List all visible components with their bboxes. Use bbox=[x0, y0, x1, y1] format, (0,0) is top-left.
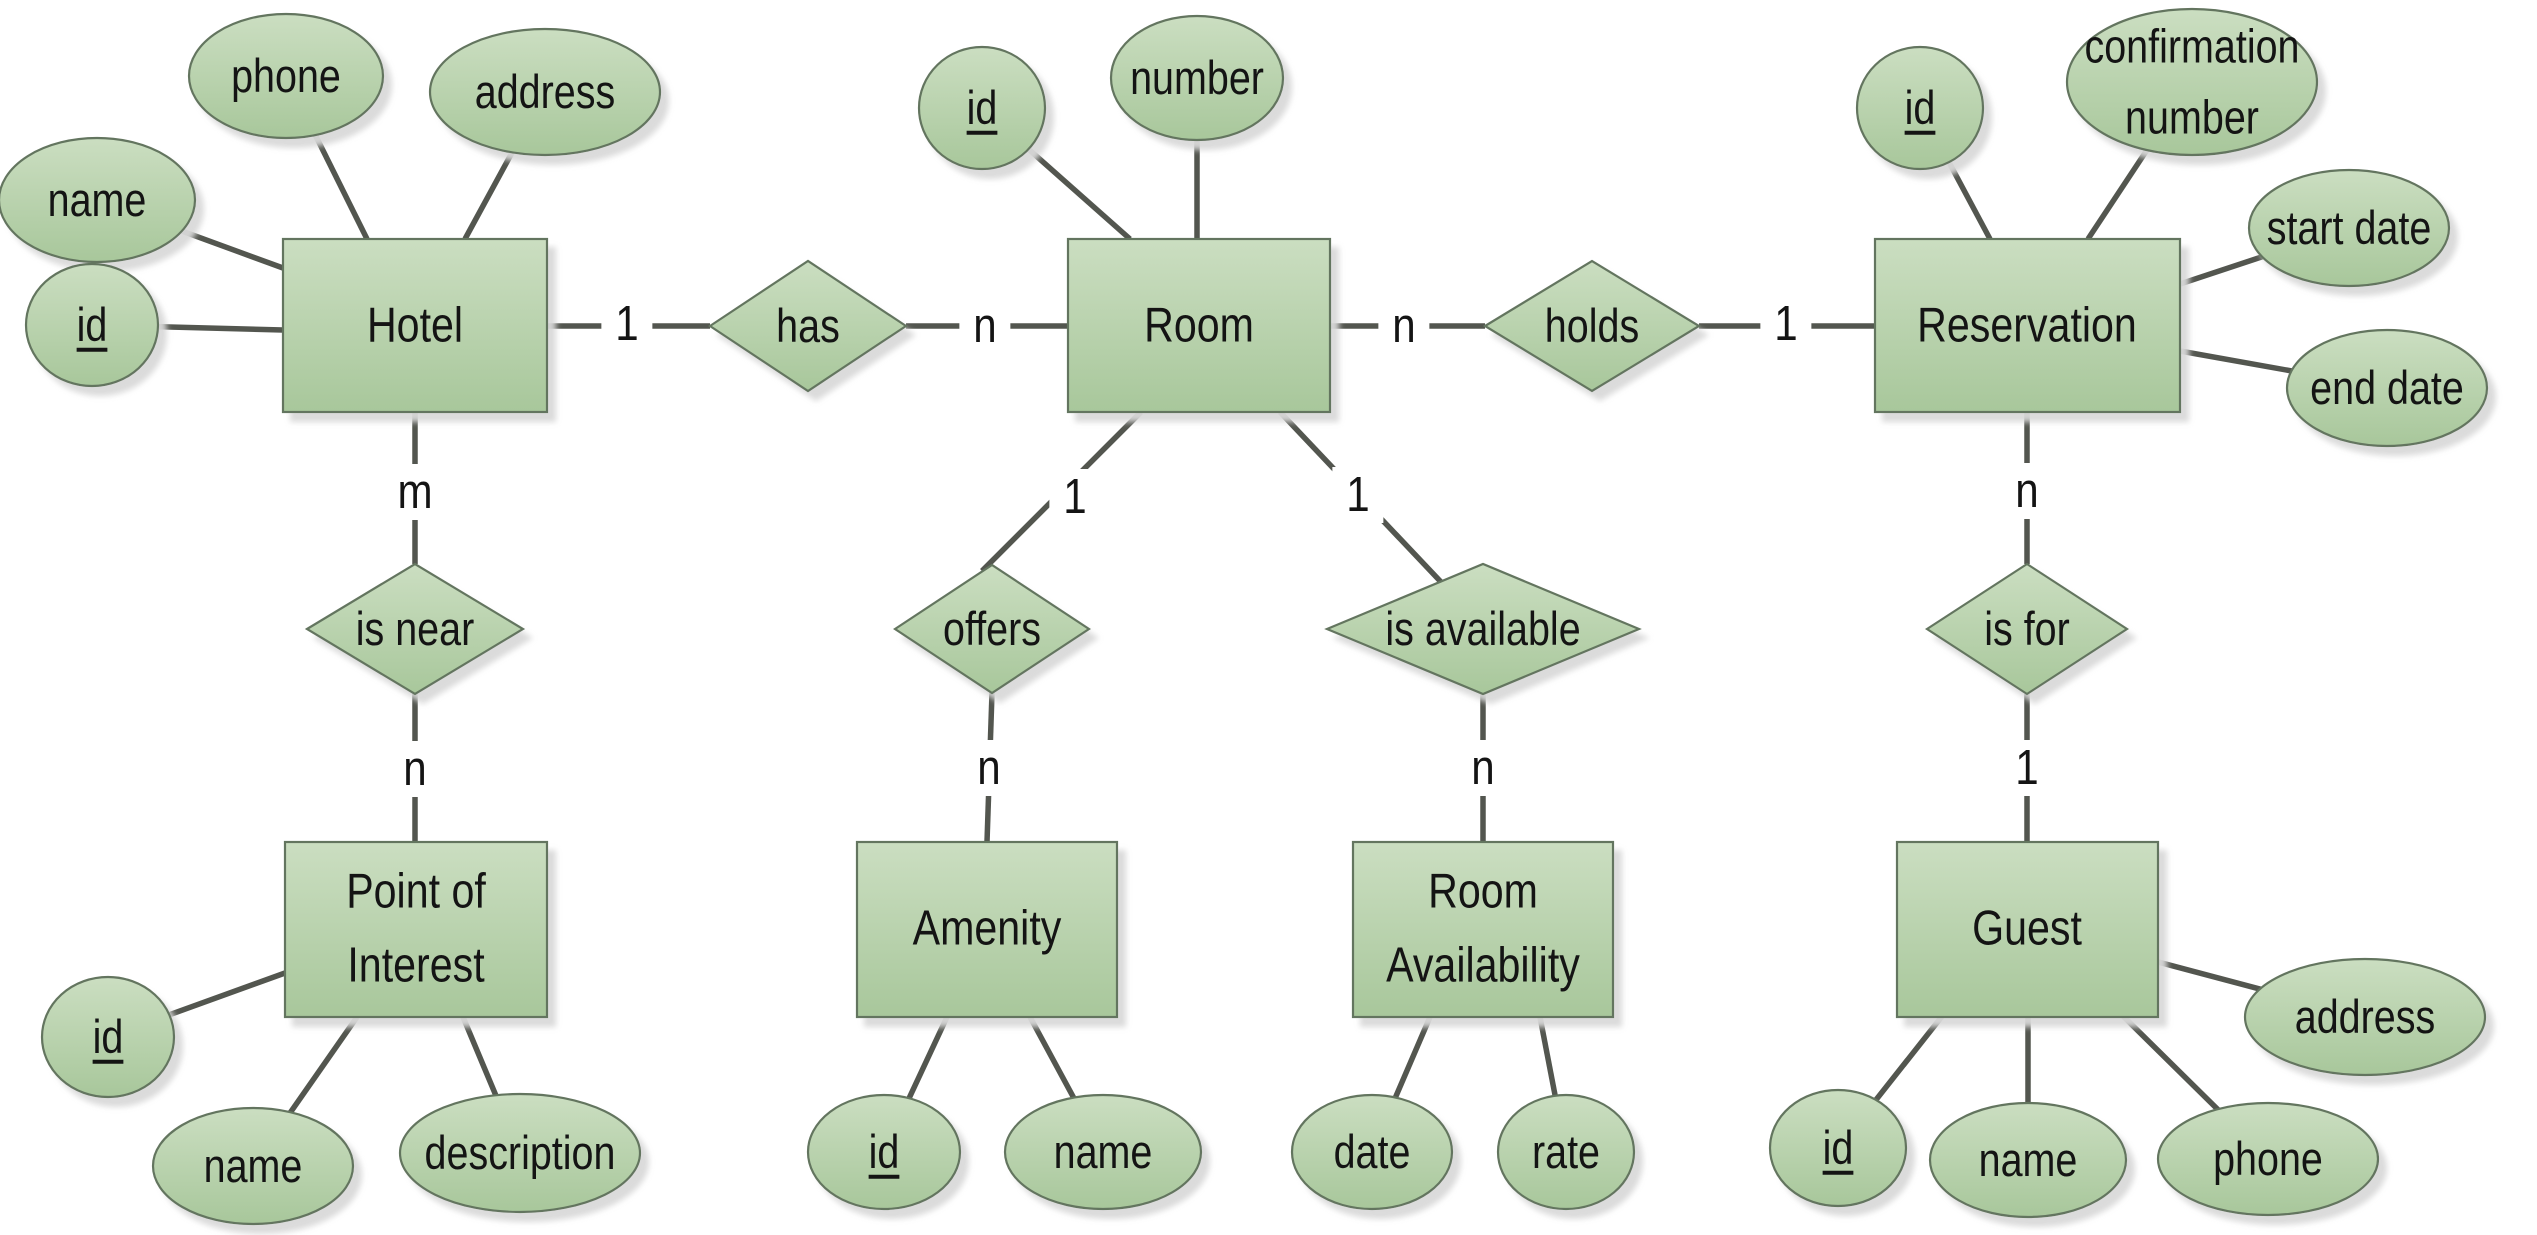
relationship-diamond-offers bbox=[893, 563, 1091, 695]
attribute-ellipse-reservation-confirmation bbox=[2065, 7, 2319, 157]
attribute-label-hotel-id: id bbox=[76, 297, 108, 351]
diagram-shapes bbox=[0, 7, 2489, 1226]
attribute-label-poi-name: name bbox=[203, 1138, 303, 1192]
attribute-label-ra-rate: rate bbox=[1531, 1124, 1601, 1178]
relationship-label-is-available: is available bbox=[1385, 601, 1581, 655]
attribute-ellipse-reservation-startdate bbox=[2247, 168, 2451, 288]
attribute-label-poi-id: id bbox=[92, 1009, 124, 1063]
relationship-label-is-for: is for bbox=[1984, 601, 2070, 655]
attribute-ellipse-hotel-id bbox=[24, 262, 160, 388]
relationship-diamond-is-available bbox=[1324, 562, 1642, 696]
entity-rect-room-availability bbox=[1351, 840, 1615, 1019]
attribute-ellipse-reservation-id bbox=[1855, 45, 1985, 171]
attribute-ellipse-hotel-phone bbox=[187, 12, 385, 140]
cardinality-holds-reservation: 1 bbox=[1760, 296, 1812, 352]
attribute-ellipse-guest-address bbox=[2243, 957, 2487, 1077]
cardinality-offers-amenity: n bbox=[963, 740, 1015, 796]
attribute-label-reservation-startdate: start date bbox=[2266, 200, 2432, 254]
entity-rect-poi bbox=[283, 840, 549, 1019]
cardinality-isavailable-ra: n bbox=[1457, 740, 1509, 796]
attribute-ellipse-hotel-address bbox=[428, 27, 662, 157]
cardinality-reservation-isfor: n bbox=[2001, 463, 2053, 519]
cardinality-has-room: n bbox=[959, 298, 1011, 354]
attribute-label-poi-description: description bbox=[424, 1125, 616, 1179]
cardinality-isnear-poi: n bbox=[389, 741, 441, 797]
cardinality-room-holds: n bbox=[1378, 298, 1430, 354]
cardinality-hotel-has: 1 bbox=[601, 296, 653, 352]
entity-rect-hotel bbox=[281, 237, 549, 414]
attribute-ellipse-hotel-name bbox=[0, 136, 197, 264]
attribute-label-amenity-name: name bbox=[1053, 1124, 1153, 1178]
attribute-label-guest-phone: phone bbox=[2213, 1131, 2323, 1185]
attribute-label-hotel-name: name bbox=[47, 172, 147, 226]
attribute-ellipse-guest-name bbox=[1928, 1101, 2128, 1219]
attribute-label-guest-name: name bbox=[1978, 1132, 2078, 1186]
relationship-diamond-is-near bbox=[304, 562, 526, 696]
cardinality-hotel-isnear: m bbox=[382, 464, 448, 520]
attribute-label-room-id: id bbox=[966, 80, 998, 134]
entity-rect-amenity bbox=[855, 840, 1119, 1019]
attribute-ellipse-ra-rate bbox=[1496, 1093, 1636, 1211]
relationship-diamond-has bbox=[708, 259, 908, 393]
attribute-label-guest-address: address bbox=[2294, 989, 2436, 1043]
entity-rect-guest bbox=[1895, 840, 2160, 1019]
entity-rect-reservation bbox=[1873, 237, 2182, 414]
entity-label-guest: Guest bbox=[1972, 901, 2082, 956]
cardinality-room-isavailable: 1 bbox=[1332, 467, 1384, 523]
relationship-label-has: has bbox=[776, 298, 840, 352]
attribute-ellipse-guest-id bbox=[1768, 1088, 1908, 1208]
attribute-label-room-number: number bbox=[1130, 50, 1264, 104]
attribute-ellipse-poi-id bbox=[40, 975, 176, 1099]
attribute-label-amenity-id: id bbox=[868, 1124, 900, 1178]
attribute-ellipse-room-number bbox=[1109, 14, 1285, 142]
relationship-label-holds: holds bbox=[1544, 298, 1640, 352]
entity-label-reservation: Reservation bbox=[1917, 298, 2137, 353]
attribute-label-hotel-phone: phone bbox=[231, 48, 341, 102]
attribute-ellipse-guest-phone bbox=[2156, 1101, 2380, 1217]
cardinality-isfor-guest: 1 bbox=[2001, 740, 2053, 796]
relationship-diamond-is-for bbox=[1924, 562, 2130, 696]
attribute-label-hotel-address: address bbox=[474, 64, 616, 118]
attribute-ellipse-ra-date bbox=[1290, 1093, 1454, 1211]
connector-lines bbox=[91, 74, 2388, 1168]
attribute-label-ra-date: date bbox=[1333, 1124, 1411, 1178]
relationship-label-is-near: is near bbox=[355, 601, 475, 655]
attribute-ellipse-amenity-name bbox=[1003, 1093, 1203, 1211]
relationship-label-offers: offers bbox=[942, 601, 1042, 655]
attribute-ellipse-reservation-enddate bbox=[2285, 328, 2489, 448]
attribute-ellipse-poi-description bbox=[398, 1092, 642, 1214]
attribute-label-guest-id: id bbox=[1822, 1120, 1854, 1174]
attribute-ellipse-amenity-id bbox=[806, 1093, 962, 1211]
entity-label-room: Room bbox=[1144, 298, 1254, 353]
attribute-ellipse-poi-name bbox=[151, 1106, 355, 1226]
entity-label-amenity: Amenity bbox=[912, 901, 1062, 956]
attribute-label-reservation-enddate: end date bbox=[2310, 360, 2464, 414]
relationship-diamond-holds bbox=[1482, 259, 1702, 393]
attribute-ellipse-room-id bbox=[917, 45, 1047, 171]
attribute-label-reservation-id: id bbox=[1904, 80, 1936, 134]
cardinality-room-offers: 1 bbox=[1049, 469, 1101, 525]
entity-label-hotel: Hotel bbox=[366, 298, 464, 353]
entity-rect-room bbox=[1066, 237, 1332, 414]
